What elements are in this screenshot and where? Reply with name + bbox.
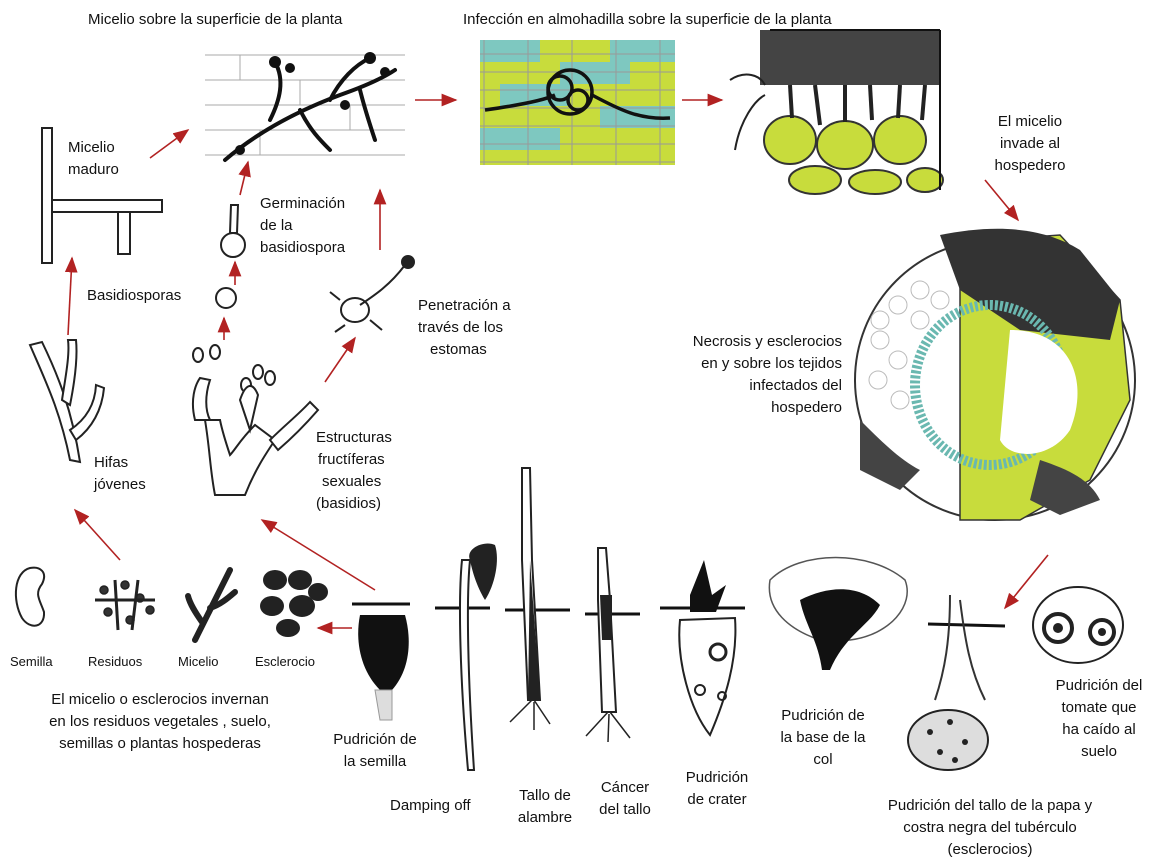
- label-mycelium-surface: Micelio sobre la superficie de la planta: [88, 10, 342, 30]
- label-penetration-3: estomas: [430, 340, 487, 360]
- label-necrosis-3: infectados del: [660, 376, 842, 396]
- mycelium-surface-drawing: [205, 52, 405, 160]
- arrow-germ-to-surface: [240, 162, 248, 195]
- label-tomato-2: tomate que: [1040, 698, 1158, 718]
- label-residues: Residuos: [88, 652, 142, 672]
- label-invades-3: hospedero: [975, 156, 1085, 176]
- label-potato-1: Pudrición del tallo de la papa y: [850, 796, 1130, 816]
- label-basidiospores: Basidiosporas: [87, 286, 181, 306]
- overwinter-structures: [16, 568, 328, 640]
- label-fruiting-4: (basidios): [316, 494, 381, 514]
- infection-cushion-drawing: [480, 40, 675, 165]
- arrow-mature-to-surface: [150, 130, 188, 158]
- label-stem-canker-2: del tallo: [585, 800, 665, 820]
- label-wirestem-2: alambre: [505, 808, 585, 828]
- label-young-hyphae-1: Hifas: [94, 453, 128, 473]
- host-cross-section-drawing: [730, 30, 943, 194]
- arrow-young-to-mature: [68, 258, 72, 335]
- label-mature-mycelium-1: Micelio: [68, 138, 115, 158]
- label-necrosis-4: hospedero: [660, 398, 842, 418]
- label-wirestem-1: Tallo de: [505, 786, 585, 806]
- label-fruiting-3: sexuales: [322, 472, 381, 492]
- label-crater-rot-1: Pudrición: [672, 768, 762, 788]
- label-tomato-3: ha caído al: [1040, 720, 1158, 740]
- label-cabbage-1: Pudrición de: [768, 706, 878, 726]
- label-potato-2: costra negra del tubérculo: [850, 818, 1130, 838]
- basidia-drawing: [193, 345, 318, 495]
- stem-cross-section-drawing: [855, 229, 1135, 520]
- label-tomato-4: suelo: [1040, 742, 1158, 762]
- label-potato-3: (esclerocios): [850, 840, 1130, 860]
- germinating-spore-drawing: [216, 205, 245, 308]
- label-invades-1: El micelio: [975, 112, 1085, 132]
- arrow-overwinter-to-hyphae: [75, 510, 120, 560]
- arrow-cushion-to-necrosis: [985, 180, 1018, 220]
- label-crater-rot-2: de crater: [672, 790, 762, 810]
- arrow-basidia-to-penetration: [325, 338, 355, 382]
- label-infection-cushion: Infección en almohadilla sobre la superf…: [463, 10, 832, 30]
- label-mycelium: Micelio: [178, 652, 218, 672]
- label-germination-2: de la: [260, 216, 293, 236]
- label-young-hyphae-2: jóvenes: [94, 475, 146, 495]
- label-damping-off: Damping off: [390, 796, 471, 816]
- label-overwinter-3: semillas o plantas hospederas: [20, 734, 300, 754]
- label-stem-canker-1: Cáncer: [585, 778, 665, 798]
- label-seed-rot-2: la semilla: [320, 752, 430, 772]
- label-overwinter-2: en los residuos vegetales , suelo,: [20, 712, 300, 732]
- soil-line: [352, 604, 1005, 626]
- label-germination-3: basidiospora: [260, 238, 345, 258]
- label-germination-1: Germinación: [260, 194, 345, 214]
- label-cabbage-3: col: [768, 750, 878, 770]
- young-hyphae-drawing: [30, 340, 104, 462]
- label-cabbage-2: la base de la: [768, 728, 878, 748]
- label-seed-rot-1: Pudrición de: [320, 730, 430, 750]
- label-sclerotium: Esclerocio: [255, 652, 315, 672]
- label-penetration-2: través de los: [418, 318, 503, 338]
- label-necrosis-2: en y sobre los tejidos: [660, 354, 842, 374]
- label-tomato-1: Pudrición del: [1040, 676, 1158, 696]
- label-mature-mycelium-2: maduro: [68, 160, 119, 180]
- label-fruiting-1: Estructuras: [316, 428, 392, 448]
- label-seed: Semilla: [10, 652, 53, 672]
- label-overwinter-1: El micelio o esclerocios invernan: [20, 690, 300, 710]
- arrow-necrosis-to-potato: [1005, 555, 1048, 608]
- label-penetration-1: Penetración a: [418, 296, 511, 316]
- label-necrosis-1: Necrosis y esclerocios: [660, 332, 842, 352]
- penetration-drawing: [330, 256, 414, 332]
- label-invades-2: invade al: [975, 134, 1085, 154]
- label-fruiting-2: fructíferas: [318, 450, 385, 470]
